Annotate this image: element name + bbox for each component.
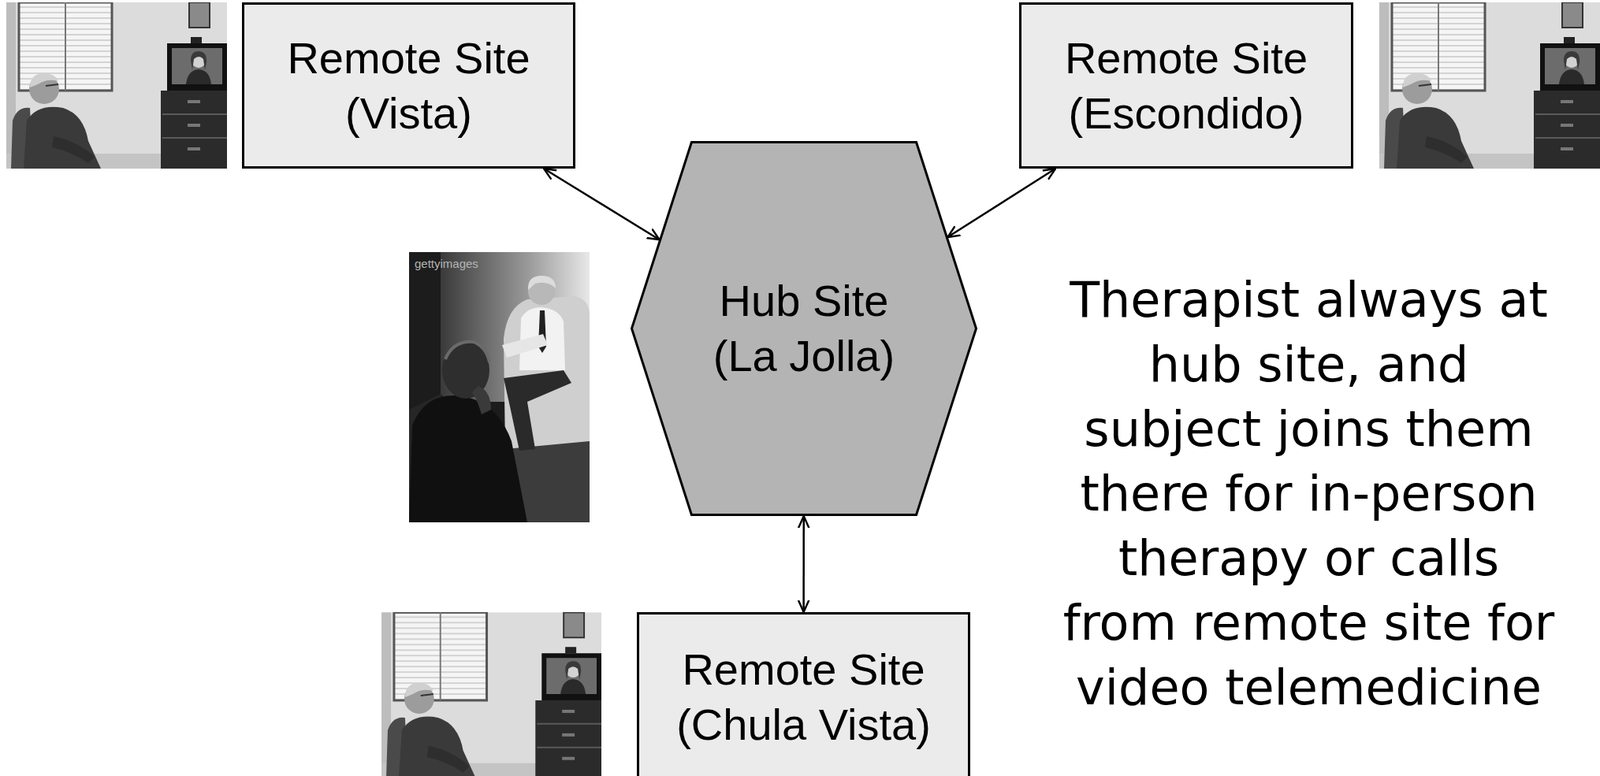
site-name: Remote Site (Vista) (259, 30, 559, 142)
link-arrow (947, 168, 1056, 238)
site-name: Hub Site (La Jolla) (693, 273, 915, 384)
watermark-box: gettyimages (414, 256, 510, 272)
watermark: gettyimages (414, 256, 510, 272)
remote-site-box: Remote Site (Vista) (241, 2, 576, 169)
site-name: Remote Site (Chula Vista) (654, 642, 954, 753)
hexagon-outline (630, 141, 978, 517)
note-text-box: Therapist always at hub site, and subjec… (1057, 267, 1560, 721)
link-arrow (543, 168, 660, 240)
remote-site-photo (381, 612, 602, 776)
remote-site-box: Remote Site (Chula Vista) (636, 612, 971, 776)
text-group: Remote Site (Chula Vista) (654, 642, 954, 753)
link-arrow (802, 516, 805, 613)
text-group: Hub Site (La Jolla) (693, 273, 915, 384)
remote-site-photo (1379, 2, 1600, 169)
remote-site-box: Remote Site (Escondido) (1019, 2, 1354, 169)
note-text: Therapist always at hub site, and subjec… (1057, 267, 1560, 721)
text-group: Remote Site (Escondido) (1036, 30, 1336, 142)
hub-site-hexagon: Hub Site (La Jolla) (630, 141, 978, 517)
text-group: Remote Site (Vista) (259, 30, 559, 142)
hub-therapy-photo (409, 252, 590, 523)
site-name: Remote Site (Escondido) (1036, 30, 1336, 142)
remote-site-photo (6, 2, 227, 169)
hexagon-shape (632, 142, 977, 516)
